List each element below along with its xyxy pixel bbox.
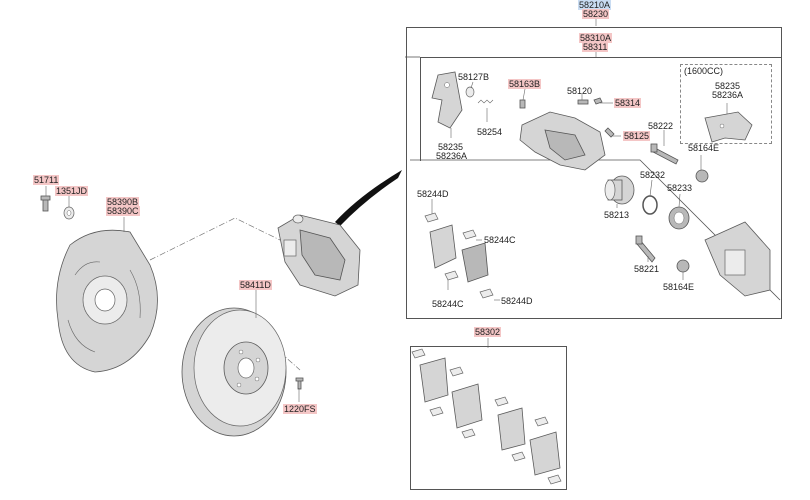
cap-part (593, 97, 603, 105)
label-screw-1220fs: 1220FS (283, 404, 317, 414)
bracket-part (431, 71, 463, 129)
caliper-detail-frame (406, 27, 782, 319)
label-shim-58244d-top: 58244D (417, 189, 449, 199)
label-bleeder-58163b: 58163B (508, 79, 542, 89)
caliper-body-part (519, 111, 606, 171)
washer-small-part (465, 86, 475, 98)
label-disc-58411d: 58411D (239, 280, 272, 290)
bolt-part (40, 195, 51, 212)
label-bolt-51711: 51711 (33, 175, 60, 185)
spring-part (477, 99, 494, 104)
optional-bracket-part (704, 111, 753, 143)
label-piston-58213: 58213 (604, 210, 630, 220)
label-piston-58233: 58233 (667, 183, 693, 193)
label-spring-58254: 58254 (477, 127, 503, 137)
washer-part (63, 206, 75, 220)
label-cap-58125: 58125 (623, 131, 651, 141)
label-washer-1351jd: 1351JD (55, 186, 89, 196)
label-opt-58235: 58235 (715, 81, 741, 91)
caliper-subframe (420, 57, 782, 161)
label-caliper-58310a: 58310A (579, 33, 613, 43)
bleeder-screw-part (519, 99, 526, 109)
label-pin-58120: 58120 (567, 86, 593, 96)
label-shield-58390c: 58390C (106, 206, 140, 216)
label-caliper-58311: 58311 (582, 42, 609, 52)
label-bracket-58235: 58235 (438, 142, 464, 152)
pad-kit-part (411, 348, 562, 485)
label-bracket-58127b: 58127B (458, 72, 490, 82)
label-boot-58164e-top: 58164E (688, 143, 720, 153)
leader-lines (45, 15, 728, 402)
label-bolt-58222: 58222 (648, 121, 674, 131)
label-cap-58314: 58314 (614, 98, 642, 108)
label-guide-58221: 58221 (634, 264, 660, 274)
carrier-bracket-part (704, 221, 771, 297)
pad-kit-frame (410, 346, 567, 490)
dust-shield (56, 229, 158, 373)
shim-part (424, 212, 494, 299)
guide-bolt-part (635, 235, 656, 263)
brake-disc (181, 307, 287, 437)
piston-part (604, 175, 635, 205)
disc-screw-part (295, 377, 304, 390)
assembly-centerline (149, 217, 281, 261)
label-shim-58244d-bottom: 58244D (501, 296, 533, 306)
cap-part (604, 127, 615, 138)
label-assembly-58230: 58230 (582, 9, 610, 19)
bolt-long-part (650, 143, 679, 165)
guide-pin-part (577, 99, 589, 105)
label-opt-58236a: 58236A (712, 90, 744, 100)
caliper-assembly (277, 214, 361, 297)
label-engine-note: (1600CC) (684, 66, 724, 76)
label-shield-58390b: 58390B (106, 197, 140, 207)
label-boot-58164e-bottom: 58164E (663, 282, 695, 292)
boot-part (695, 169, 709, 183)
label-seal-58232: 58232 (640, 170, 666, 180)
pad-part (429, 224, 489, 283)
option-1600cc-frame (680, 64, 772, 144)
label-shim-58244c-top: 58244C (484, 235, 516, 245)
label-assembly-58210a: 58210A (578, 0, 612, 10)
boot-ring-part (668, 206, 690, 230)
callout-pointer (335, 170, 402, 226)
label-shim-58244c-bottom: 58244C (432, 299, 464, 309)
label-pad-kit-58302: 58302 (474, 327, 502, 337)
label-bracket-58236a: 58236A (436, 151, 468, 161)
